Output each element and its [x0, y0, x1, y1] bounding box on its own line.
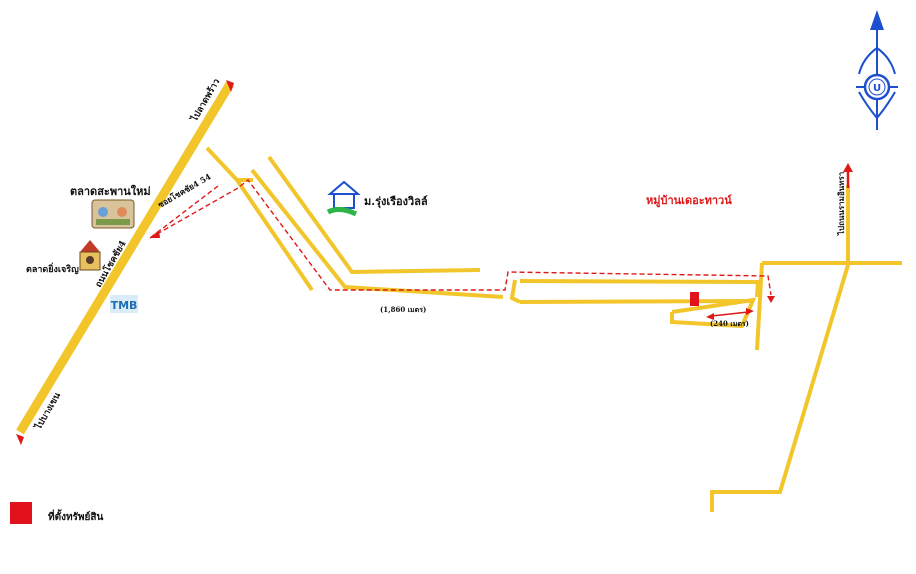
label-village-the-town: หมู่บ้านเดอะทาวน์ [646, 194, 732, 208]
yingcharoen-market-icon [79, 240, 101, 271]
route-start-arrow-icon [150, 230, 160, 238]
legend-property-swatch [10, 501, 32, 524]
main-road-chokchai4 [16, 80, 234, 445]
legend-label: ที่ตั้งทรัพย์สิน [48, 512, 104, 523]
label-new-bridge-market: ตลาดสะพานใหม่ [70, 184, 151, 198]
tmb-logo-text: TMB [111, 299, 138, 312]
soi-roads [205, 146, 902, 512]
final-left-arrow-icon [706, 313, 714, 320]
final-segment-line [711, 311, 749, 317]
arrow-to-bangkhen-icon [16, 434, 24, 445]
arrow-to-ladprao-icon [226, 80, 234, 92]
label-to-right-north: ไปถนนรามอินทรา [836, 172, 846, 236]
label-village-rungruang: ม.รุ่งเรืองวิลล์ [364, 195, 428, 209]
property-marker [690, 292, 699, 306]
route-turn-arrow-icon [767, 296, 775, 303]
compass-icon: U [856, 10, 898, 130]
label-distance-main: (1,860 เมตร) [380, 305, 426, 314]
new-bridge-market-icon [91, 199, 135, 229]
tmb-bank-icon: TMB [110, 295, 138, 313]
compass-letter: U [873, 83, 881, 94]
label-yingcharoen-market: ตลาดยิ่งเจริญ [26, 262, 79, 275]
label-distance-final: (240 เมตร) [710, 319, 749, 328]
legend: ที่ตั้งทรัพย์สิน [10, 500, 103, 525]
house-icon [326, 180, 361, 217]
final-right-arrow-icon [746, 308, 754, 315]
route-path [149, 179, 775, 320]
arrow-north-road-icon [843, 163, 853, 188]
